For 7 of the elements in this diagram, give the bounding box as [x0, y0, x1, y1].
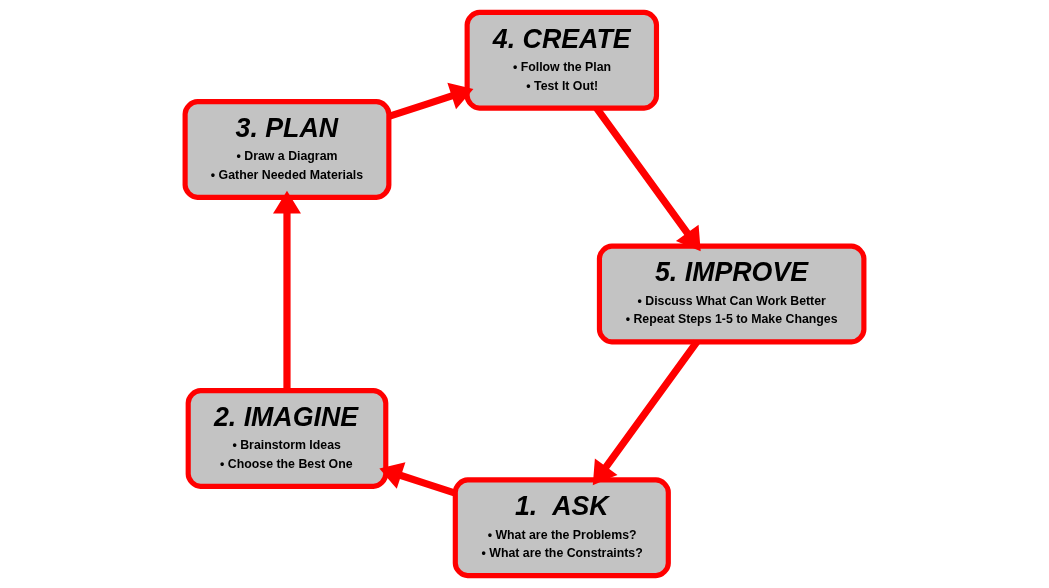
node-box: 1. ASK • What are the Problems? • What are the Constraints? — [452, 477, 671, 579]
node-box: 3. PLAN • Draw a Diagram • Gather Needed Materials — [182, 99, 392, 200]
node-box: 5. IMPROVE • Discuss What Can Work Better • Repeat Steps 1-5 to Make Changes — [596, 243, 867, 345]
node-box: 4. CREATE • Follow the Plan • Test It Out! — [464, 9, 660, 111]
arrow — [273, 190, 301, 391]
node-box: 2. IMAGINE • Brainstorm Ideas • Choose the Best One — [185, 388, 389, 489]
arrow — [379, 462, 457, 497]
